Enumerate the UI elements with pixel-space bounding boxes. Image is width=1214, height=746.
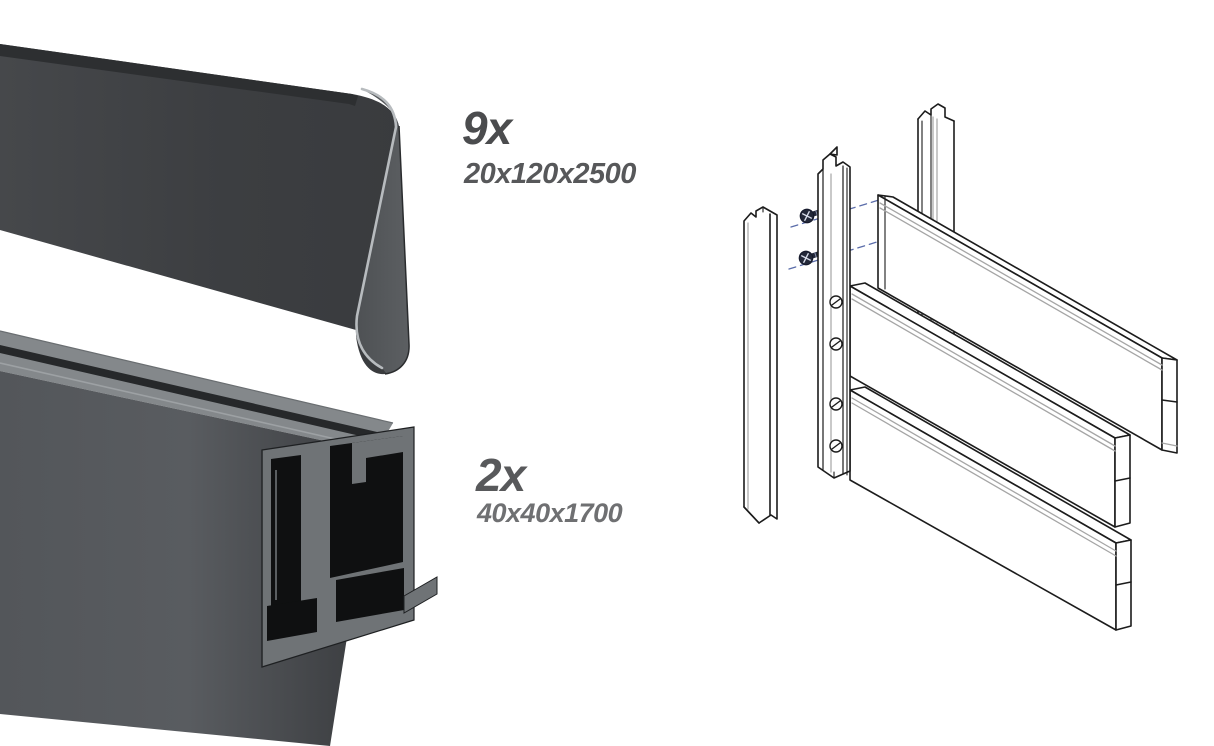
post-cavity-main — [330, 436, 403, 578]
board-quantity-label: 9x — [462, 102, 512, 154]
slat-top — [877, 194, 1178, 454]
mounted-screws — [829, 295, 843, 453]
slat-middle — [849, 282, 1131, 528]
board-dimensions-label: 20x120x2500 — [464, 158, 636, 190]
slat-top-web — [1161, 399, 1178, 403]
back-post-top-cap — [917, 103, 955, 122]
mounted-screw-1 — [829, 295, 843, 309]
cover-strip — [743, 206, 778, 524]
slat-bottom — [849, 386, 1132, 631]
post-cavity-left-channel — [271, 455, 301, 612]
board-cap-edge — [384, 125, 410, 375]
slat-bottom-endface — [1115, 539, 1132, 631]
slat-bottom-web — [1115, 581, 1132, 586]
slat-middle-endface — [1114, 434, 1131, 528]
slat-middle-web — [1114, 477, 1131, 482]
mounted-screw-2 — [829, 337, 843, 351]
post-bottom-lip-tab — [403, 576, 438, 614]
post-profile-render — [0, 330, 438, 746]
post-cavity-hook-lip — [352, 436, 403, 484]
post-top-lip — [0, 362, 376, 449]
mounting-post-top-flag — [829, 146, 838, 156]
post-dimensions-label: 40x40x1700 — [477, 498, 623, 528]
post-top-groove — [0, 345, 386, 441]
board-cap-rim-highlight — [355, 87, 398, 370]
post-cavity-slot-right — [336, 568, 404, 622]
board-body — [0, 44, 410, 375]
mounted-screw-4 — [829, 439, 843, 453]
board-end-cap — [356, 89, 410, 373]
mounting-post — [817, 146, 851, 479]
post-cavity-slot-left — [267, 598, 317, 641]
cover-strip-outline — [743, 206, 778, 524]
fence-board-render — [0, 44, 410, 375]
board-top-bevel — [0, 44, 358, 106]
post-top-back-edge — [0, 330, 394, 424]
slat-top-endface — [1161, 357, 1178, 454]
post-quantity-label: 2x — [476, 449, 526, 501]
mounted-screw-3 — [829, 397, 843, 411]
mounting-post-outline — [817, 153, 851, 479]
